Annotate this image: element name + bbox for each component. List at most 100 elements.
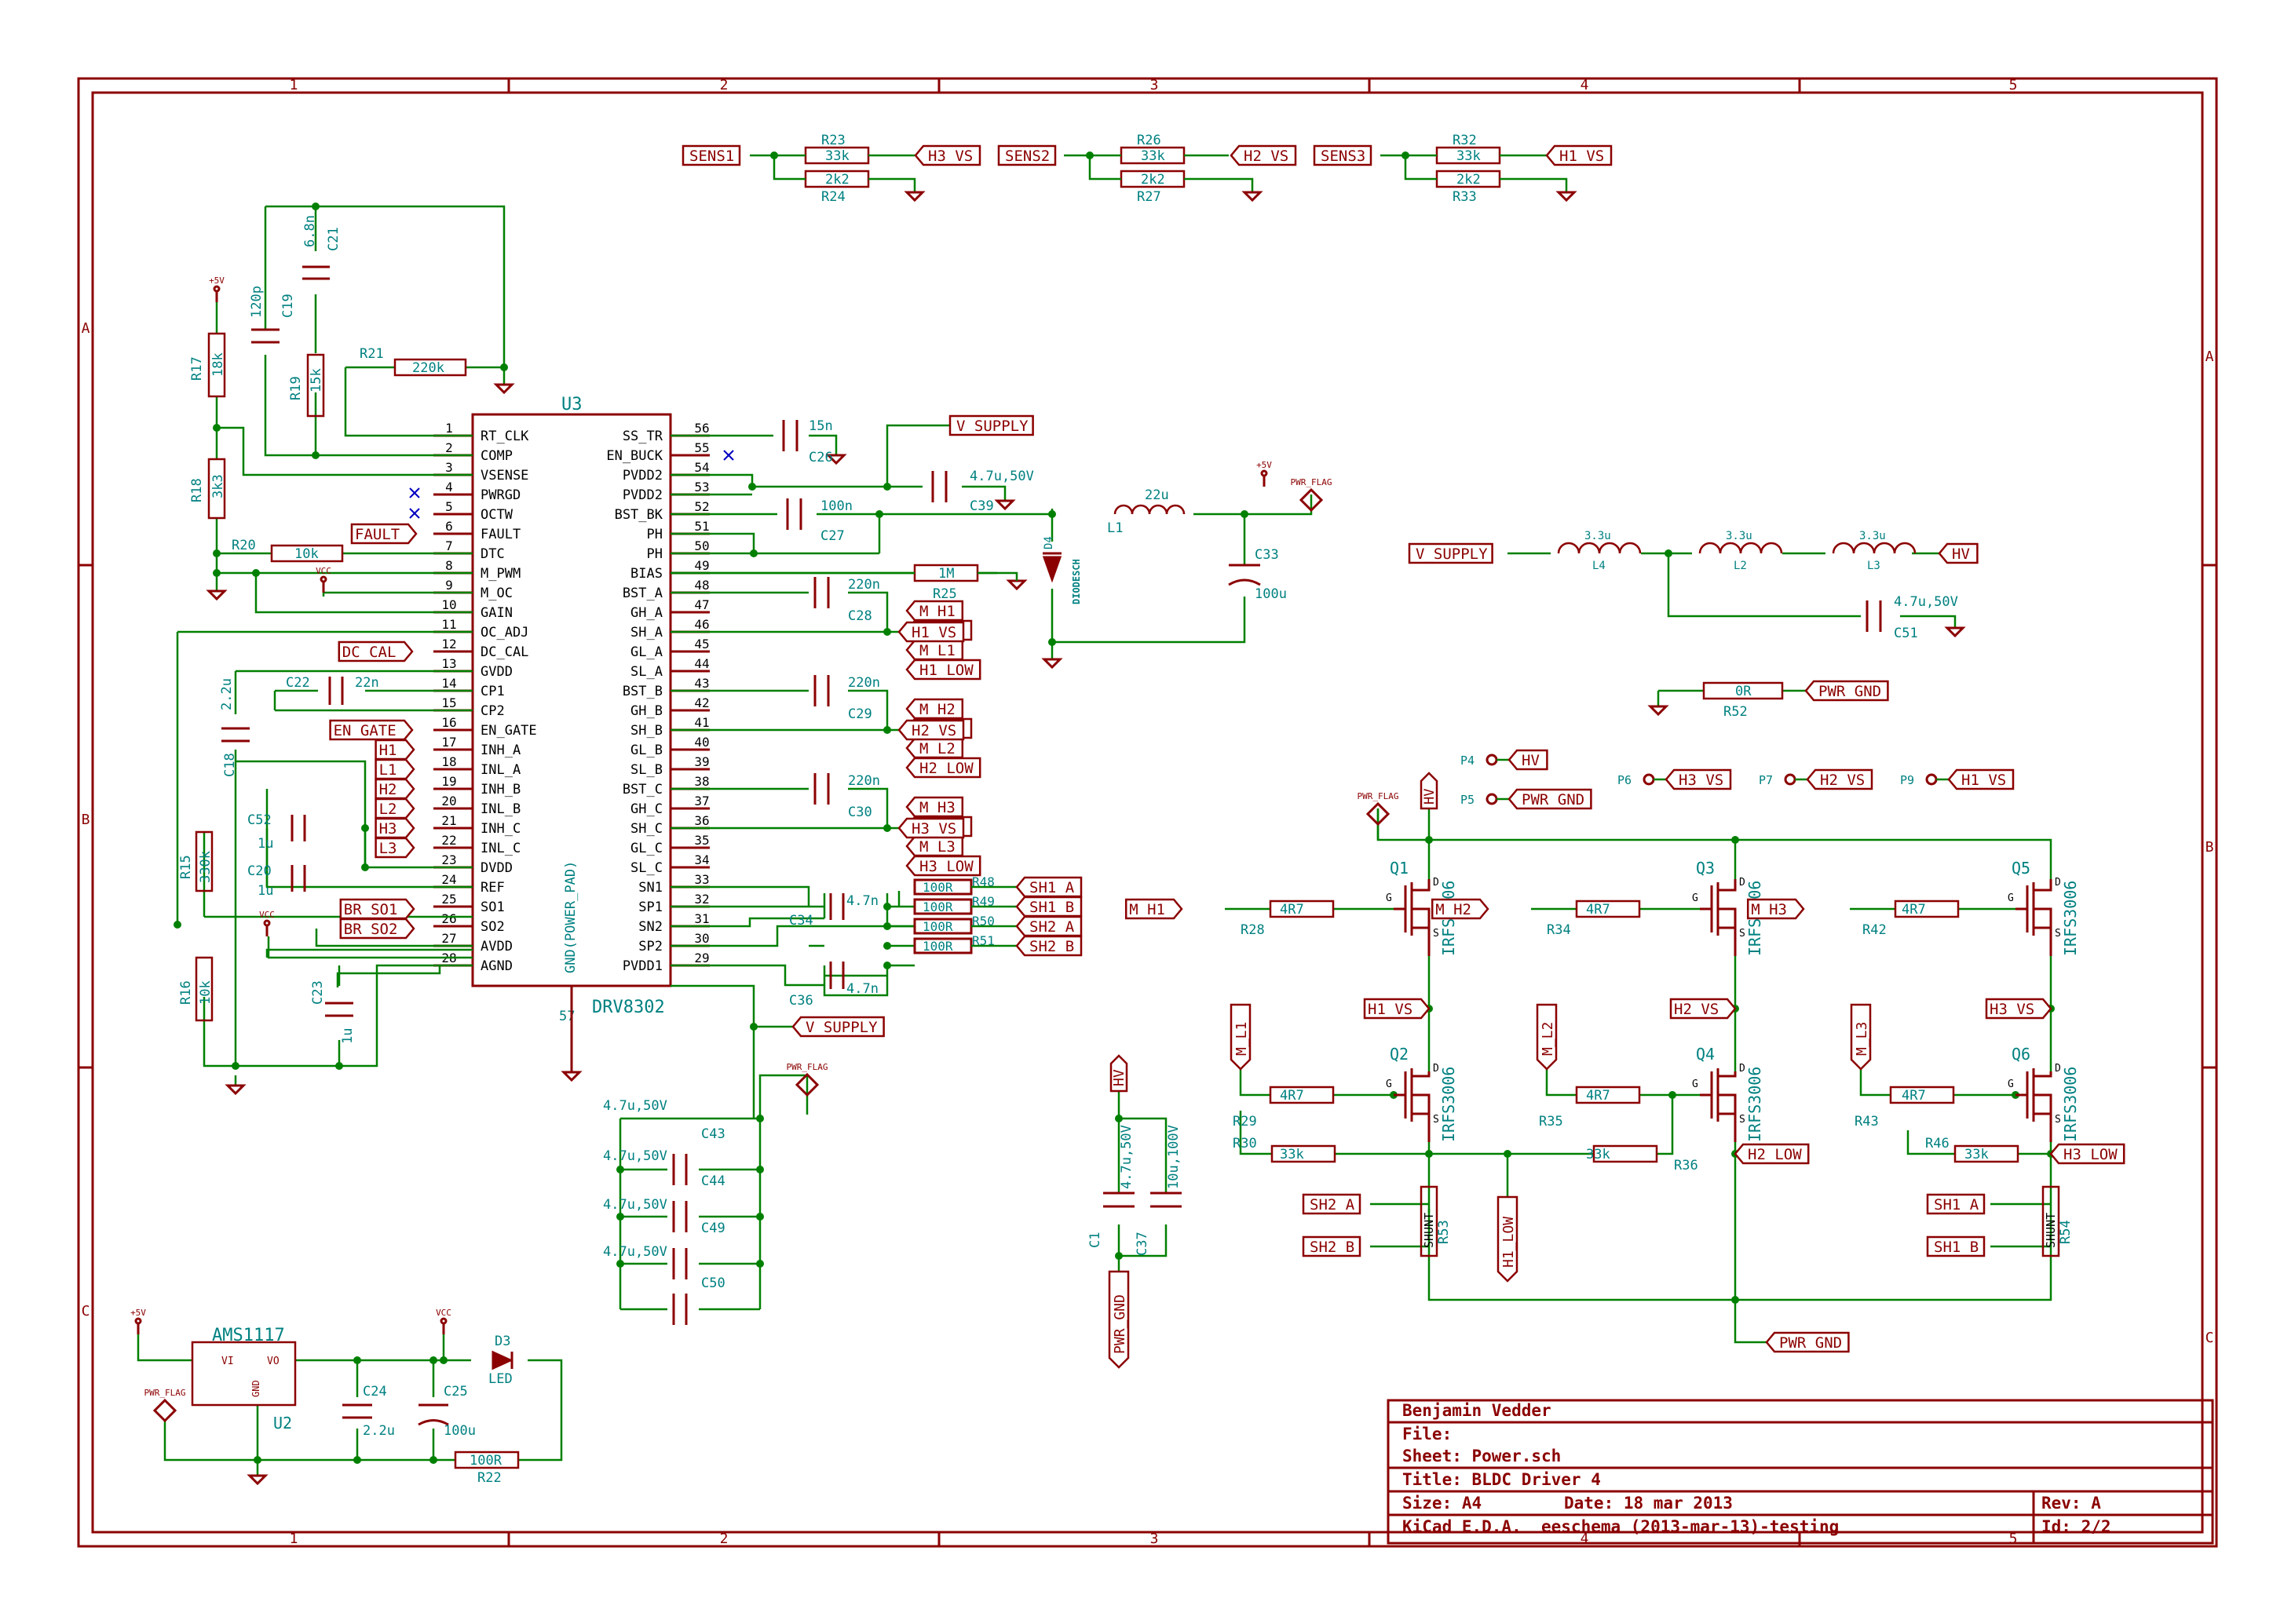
h1-low-vertical-label: H1_LOW	[1497, 1195, 1518, 1283]
power-symbol-label: VCC	[259, 910, 275, 920]
u3-pin-number: 15	[441, 695, 456, 710]
d4-val: DIODESCH	[1071, 559, 1082, 604]
title-id: Id: 2/2	[2041, 1517, 2111, 1536]
c44-ref: C44	[701, 1173, 725, 1189]
u3-pin-name: PVDD1	[623, 958, 663, 974]
en-gate-label: EN_GATE	[334, 722, 397, 739]
test-point-ref: P5	[1460, 793, 1475, 807]
phase-low-label: H2_LOW	[1748, 1146, 1802, 1163]
gate-res-ref: R35	[1539, 1114, 1563, 1130]
gate-res-ref: R28	[1241, 922, 1265, 938]
test-point-net: H2_VS	[1806, 768, 1873, 790]
l1-ref: L1	[1107, 520, 1123, 536]
u3-pin-number: 51	[694, 519, 709, 534]
divider-val: 33k	[1141, 148, 1165, 164]
gate-input-label: M_H1	[1124, 898, 1183, 920]
source-pin: S	[1739, 928, 1745, 940]
c26-val: 15n	[809, 418, 833, 434]
u3-pin-number: 18	[441, 754, 456, 769]
gate-input-label: M_H1	[1129, 901, 1165, 918]
u3-pin-name: SH_A	[630, 625, 663, 640]
drain-pin: D	[1433, 877, 1439, 889]
r22-val: 100R	[470, 1453, 502, 1469]
v-supply-label: V_SUPPLY	[1408, 542, 1493, 564]
u3-pin-number: 43	[694, 676, 709, 691]
u3-pin-number: 40	[694, 735, 709, 750]
mosfet-ref: Q1	[1390, 859, 1409, 878]
u3-pin-number: 2	[445, 440, 453, 455]
c20-ref: C20	[247, 863, 272, 879]
hall-label: H1	[375, 739, 415, 761]
u2-vo: VO	[267, 1356, 280, 1367]
drain-pin: D	[1433, 1063, 1439, 1075]
c37-val: 10u,100V	[1166, 1125, 1182, 1189]
vs-label: H1_VS	[912, 624, 956, 641]
u3-pin-name: BST_BK	[615, 507, 663, 523]
vs-label: H1_VS	[897, 621, 965, 643]
c52-ref: C52	[247, 812, 272, 828]
u3-pin-name: FAULT	[481, 527, 521, 542]
hv-vertical-label: HV	[1109, 1054, 1128, 1093]
divider-output-label: H2_VS	[1230, 144, 1297, 166]
u3-pin-name: OCTW	[481, 507, 513, 523]
pwr-flag: PWR_FLAG	[144, 1388, 185, 1423]
phase-low-label: H3_LOW	[2049, 1143, 2125, 1165]
u3-pin-number: 54	[694, 460, 709, 475]
c27-ref: C27	[820, 528, 845, 544]
hall-label: L2	[379, 801, 397, 818]
shunt-sense-label: SH1_B	[1926, 1235, 1986, 1257]
gate-pin: G	[1692, 1078, 1698, 1090]
test-point-ref: P7	[1759, 773, 1773, 787]
hall-label: L3	[379, 840, 397, 857]
col-label: 4	[1581, 77, 1589, 93]
wires	[137, 205, 2052, 1476]
c51-val: 4.7u,50V	[1894, 594, 1958, 610]
u3-pin-number: 17	[441, 735, 456, 750]
vs-label: H2_VS	[897, 719, 965, 741]
gate-res-val: 4R7	[1902, 902, 1926, 918]
divider-output-label: H2_VS	[1244, 148, 1288, 165]
u3-pin-name: INH_B	[481, 782, 521, 797]
sense-r-ref: R30	[1233, 1136, 1257, 1151]
u3-pin-name: RT_CLK	[481, 429, 529, 444]
l4-ref: L4	[1592, 560, 1606, 572]
u3-pin-number: 23	[441, 852, 456, 867]
u3-pin-number: 6	[445, 519, 453, 534]
u3-pin-name: DTC	[481, 546, 505, 562]
divider-wires	[750, 154, 1568, 192]
gate-net-label: M_H3	[905, 796, 964, 818]
gate-net-label: H3_LOW	[905, 855, 981, 877]
u3-pin-number: 25	[441, 892, 456, 907]
pwr-gnd-vertical-label: PWR_GND	[1108, 1270, 1130, 1369]
en-gate-label: EN_GATE	[329, 719, 414, 741]
u3-pin-name: GAIN	[481, 605, 513, 621]
u3-pin-number: 34	[694, 852, 709, 867]
low-gate-input-label: M_L2	[1540, 1022, 1556, 1056]
c39-ref: C39	[970, 498, 994, 514]
u3-pin-number: 31	[694, 911, 709, 926]
test-point-net: H3_VS	[1679, 772, 1723, 789]
drain-pin: D	[1739, 1063, 1745, 1075]
u3-pin-name: BST_A	[623, 586, 663, 601]
c21-ref: C21	[326, 227, 342, 251]
gate-res-ref: R42	[1862, 922, 1887, 938]
shunt-sense-label: SH2_B	[1302, 1235, 1361, 1257]
hv-label: HV	[1938, 542, 1979, 564]
u3-pin-name: GL_C	[630, 841, 663, 856]
u3-pin-name: SL_B	[630, 762, 663, 778]
u3-pin-name: CP2	[481, 703, 505, 719]
r17-val: 18k	[210, 352, 226, 377]
u3-pin-number: 30	[694, 931, 709, 946]
hv-bridge-label: HV	[1422, 789, 1438, 805]
hall-label: H2	[379, 781, 397, 798]
u3-pin-name: SL_A	[630, 664, 663, 680]
divider-val: 33k	[1456, 148, 1481, 164]
u3-pin-number: 16	[441, 715, 456, 730]
bridge-labels: 4R7R284R7R2933kR30M_H1M_L1H1_VS4R7R344R7…	[1124, 898, 2125, 1257]
sense-label: SH1_B	[1029, 899, 1074, 916]
junctions	[174, 151, 2055, 1464]
u3-pin-name: PWRGD	[481, 487, 521, 503]
